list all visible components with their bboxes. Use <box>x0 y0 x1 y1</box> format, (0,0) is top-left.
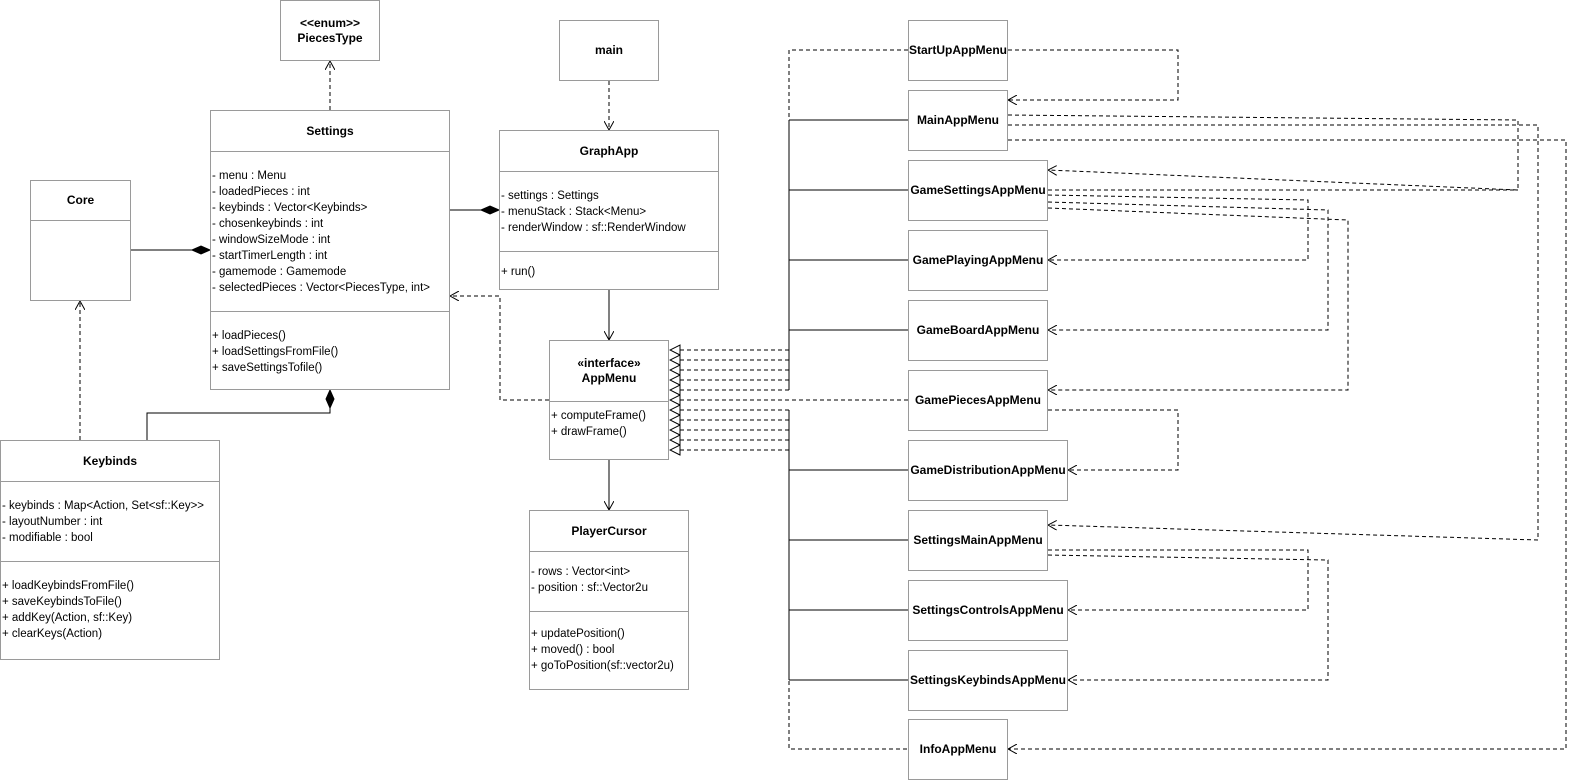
core-body <box>31 220 130 300</box>
piecestype-class: <<enum>> PiecesType <box>280 0 380 61</box>
settings-attribute: - selectedPieces : Vector<PiecesType, in… <box>212 282 430 294</box>
core-class: Core <box>30 180 131 301</box>
nav-gamesettings-pieces <box>1048 207 1349 390</box>
nav-startup-main <box>1008 49 1179 100</box>
keybinds-methods: + loadKeybindsFromFile() + saveKeybindsT… <box>1 561 219 659</box>
menu-class-startup: StartUpAppMenu <box>908 20 1008 81</box>
core-name: Core <box>66 193 95 207</box>
menu-class-gameplaying: GamePlayingAppMenu <box>908 230 1048 291</box>
graphapp-attribute: - renderWindow : sf::RenderWindow <box>501 222 686 234</box>
graphapp-method: + run() <box>501 266 536 278</box>
playercursor-attribute: - position : sf::Vector2u <box>531 582 648 594</box>
graphapp-name: GraphApp <box>579 143 639 158</box>
settings-attribute: - chosenkeybinds : int <box>212 218 324 230</box>
keybinds-method: + clearKeys(Action) <box>2 628 103 640</box>
settings-method: + loadSettingsFromFile() <box>212 346 339 358</box>
playercursor-class: PlayerCursor - rows : Vector<int> - posi… <box>529 510 689 690</box>
menu-name: SettingsControlsAppMenu <box>912 603 1064 617</box>
settings-attribute: - startTimerLength : int <box>212 250 328 262</box>
menu-name: StartUpAppMenu <box>909 43 1007 57</box>
playercursor-name: PlayerCursor <box>571 523 647 538</box>
menu-name: GameSettingsAppMenu <box>910 183 1046 197</box>
keybinds-class: Keybinds - keybinds : Map<Action, Set<sf… <box>0 440 220 660</box>
appmenu-stereotype: «interface» <box>577 356 641 370</box>
graphapp-class: GraphApp - settings : Settings - menuSta… <box>499 130 719 290</box>
nav-pieces-distribution <box>1048 409 1179 470</box>
settings-method: + saveSettingsTofile() <box>212 362 323 374</box>
settings-attributes: - menu : Menu - loadedPieces : int - key… <box>211 151 449 311</box>
nav-gamesettings-playing <box>1048 194 1309 260</box>
appmenu-method: + drawFrame() <box>551 426 627 438</box>
graphapp-attributes: - settings : Settings - menuStack : Stac… <box>500 171 718 251</box>
graphapp-methods: + run() <box>500 251 718 289</box>
keybinds-method: + saveKeybindsToFile() <box>2 596 122 608</box>
nav-main-settingsmain <box>1008 124 1539 541</box>
nav-gamesettings-board <box>1048 201 1329 330</box>
menu-name: MainAppMenu <box>917 113 999 127</box>
menu-class-info: InfoAppMenu <box>908 719 1008 780</box>
keybinds-attribute: - keybinds : Map<Action, Set<sf::Key>> <box>2 500 204 512</box>
settings-attribute: - windowSizeMode : int <box>212 234 331 246</box>
menu-name: SettingsMainAppMenu <box>913 533 1043 547</box>
settings-methods: + loadPieces() + loadSettingsFromFile() … <box>211 311 449 389</box>
graphapp-attribute: - menuStack : Stack<Menu> <box>501 206 647 218</box>
menu-name: InfoAppMenu <box>919 742 997 756</box>
playercursor-attribute: - rows : Vector<int> <box>531 566 631 578</box>
settings-method: + loadPieces() <box>212 330 286 342</box>
settings-attribute: - gamemode : Gamemode <box>212 266 347 278</box>
settings-attribute: - loadedPieces : int <box>212 186 310 198</box>
menu-class-gamepieces: GamePiecesAppMenu <box>908 370 1048 431</box>
keybinds-attribute: - layoutNumber : int <box>2 516 103 528</box>
keybinds-attribute: - modifiable : bool <box>2 532 93 544</box>
settings-attribute: - keybinds : Vector<Keybinds> <box>212 202 368 214</box>
menu-class-gameboard: GameBoardAppMenu <box>908 300 1048 361</box>
appmenu-interface: «interface» AppMenu + computeFrame() + d… <box>549 340 669 460</box>
menu-bus-dashed <box>788 49 908 350</box>
menu-name: GamePlayingAppMenu <box>912 253 1044 267</box>
nav-settingsmain-keybinds <box>1047 554 1329 680</box>
keybinds-method: + loadKeybindsFromFile() <box>2 580 134 592</box>
playercursor-method: + moved() : bool <box>531 644 615 656</box>
menu-name: GameBoardAppMenu <box>916 323 1040 337</box>
main-name: main <box>594 43 623 57</box>
menu-class-main: MainAppMenu <box>908 90 1008 151</box>
menu-class-settingskeybinds: SettingsKeybindsAppMenu <box>908 650 1068 711</box>
menu-class-settingscontrols: SettingsControlsAppMenu <box>908 580 1068 641</box>
menu-class-gamesettings: GameSettingsAppMenu <box>908 160 1048 221</box>
nav-main-gamesettings <box>1007 114 1519 191</box>
piecestype-stereotype: <<enum>> <box>299 15 361 30</box>
menu-name: SettingsKeybindsAppMenu <box>909 673 1066 687</box>
playercursor-attributes: - rows : Vector<int> - position : sf::Ve… <box>530 551 688 611</box>
appmenu-name: AppMenu <box>581 371 637 385</box>
appmenu-method: + computeFrame() <box>551 410 646 422</box>
settings-attribute: - menu : Menu <box>212 170 287 182</box>
nav-settingsmain-controls <box>1048 549 1309 610</box>
piecestype-name: PiecesType <box>297 30 363 45</box>
keybinds-name: Keybinds <box>82 453 137 468</box>
menu-name: GameDistributionAppMenu <box>910 463 1066 477</box>
main-class: main <box>559 20 659 81</box>
playercursor-method: + updatePosition() <box>531 628 625 640</box>
appmenu-methods: + computeFrame() + drawFrame() <box>550 401 668 459</box>
keybinds-method: + addKey(Action, sf::Key) <box>2 612 133 624</box>
playercursor-method: + goToPosition(sf::vector2u) <box>531 660 674 672</box>
graphapp-attribute: - settings : Settings <box>501 190 599 202</box>
keybinds-attributes: - keybinds : Map<Action, Set<sf::Key>> -… <box>1 481 219 561</box>
appmenu-settings-dependency <box>450 296 549 401</box>
settings-name: Settings <box>306 123 354 138</box>
playercursor-methods: + updatePosition() + moved() : bool + go… <box>530 611 688 689</box>
menu-class-settingsmain: SettingsMainAppMenu <box>908 510 1048 571</box>
menu-name: GamePiecesAppMenu <box>914 393 1042 407</box>
menu-class-gamedistribution: GameDistributionAppMenu <box>908 440 1068 501</box>
nav-main-info <box>1008 139 1567 749</box>
keybinds-settings-composition <box>146 390 330 440</box>
settings-class: Settings - menu : Menu - loadedPieces : … <box>210 110 450 390</box>
